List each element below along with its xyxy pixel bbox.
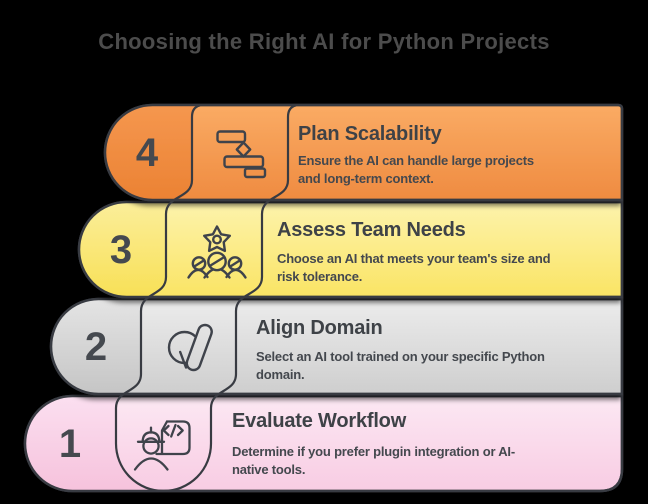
step-4-row xyxy=(103,103,624,202)
step-3-heading: Assess Team Needs xyxy=(277,219,466,241)
description-line: risk tolerance. xyxy=(277,268,363,284)
team-gear-icon xyxy=(187,225,247,279)
step-1-number: 1 xyxy=(58,422,82,466)
step-1-row xyxy=(23,394,624,493)
step-4-heading: Plan Scalability xyxy=(298,123,442,145)
description-line: and long-term context. xyxy=(298,170,434,186)
step-3-number: 3 xyxy=(109,228,133,272)
page-title: Choosing the Right AI for Python Project… xyxy=(98,29,550,54)
step-1-description: Determine if you prefer plugin integrati… xyxy=(232,443,515,478)
description-line: native tools. xyxy=(232,461,306,477)
step-4-number-capsule xyxy=(105,105,200,200)
icon-column-divider-path xyxy=(114,104,297,493)
engineer-code-icon xyxy=(133,420,191,471)
step-1-number-capsule xyxy=(25,396,164,491)
description-line: Determine if you prefer plugin integrati… xyxy=(232,444,515,459)
step-3-description: Choose an AI that meets your team's size… xyxy=(277,250,551,285)
description-line: Ensure the AI can handle large projects xyxy=(298,153,534,168)
step-1-heading: Evaluate Workflow xyxy=(232,410,407,432)
step-4-number: 4 xyxy=(135,131,159,175)
step-3-row xyxy=(77,200,624,299)
description-line: Select an AI tool trained on your specif… xyxy=(256,349,545,364)
step-2-number-capsule xyxy=(51,299,147,394)
step-2-description: Select an AI tool trained on your specif… xyxy=(256,348,545,383)
step-2-heading: Align Domain xyxy=(256,317,383,339)
description-line: domain. xyxy=(256,366,305,382)
flowchart-icon xyxy=(216,130,267,179)
step-4-description: Ensure the AI can handle large projects … xyxy=(298,152,534,187)
domain-alignment-icon xyxy=(167,323,213,372)
step-3-number-capsule xyxy=(79,202,172,297)
description-line: Choose an AI that meets your team's size… xyxy=(277,251,551,266)
step-2-number: 2 xyxy=(84,325,108,369)
